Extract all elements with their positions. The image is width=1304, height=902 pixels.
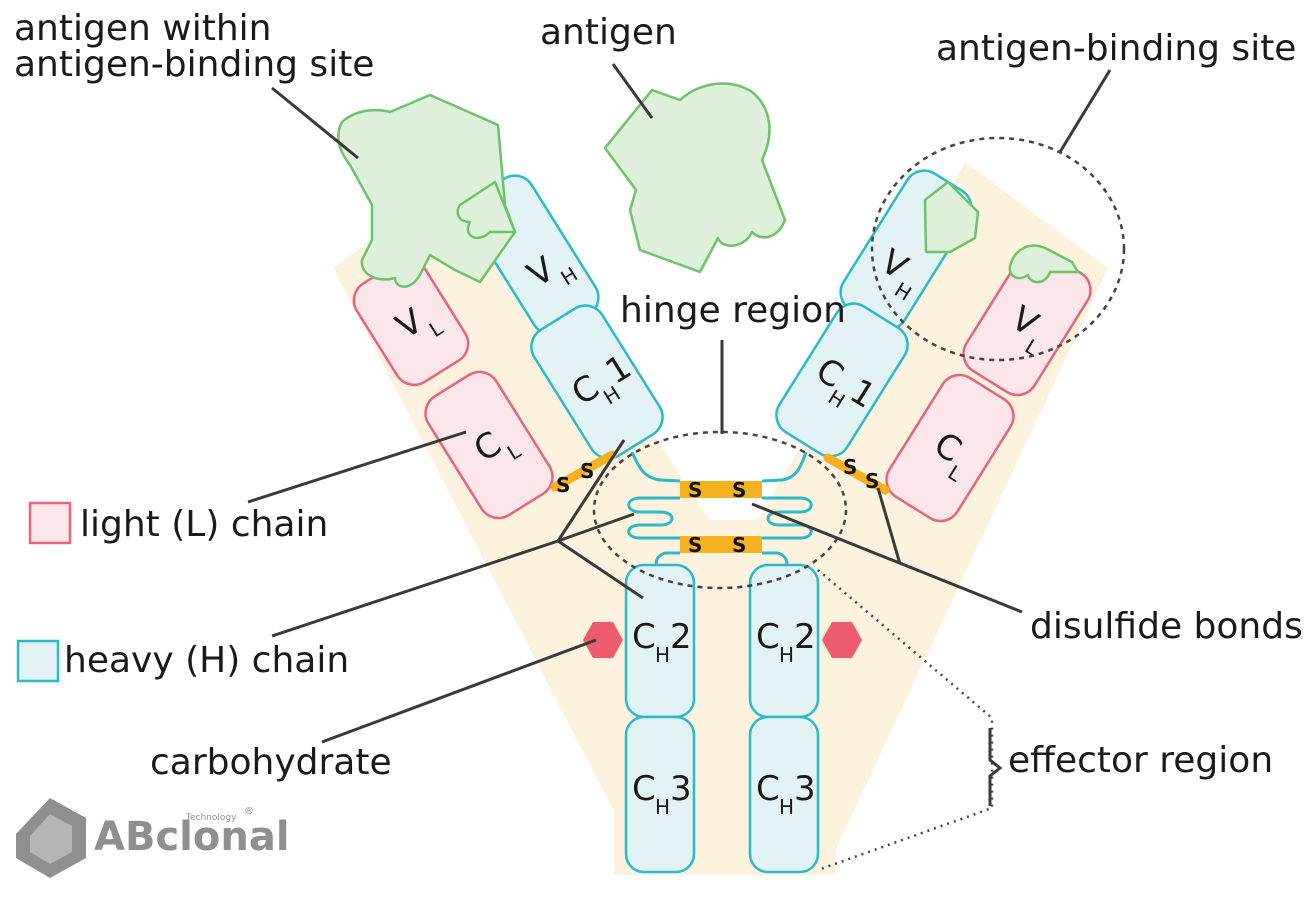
left-ch2-domain: C H 2	[626, 565, 694, 717]
label-heavy-chain: heavy (H) chain	[64, 640, 349, 681]
label-light-chain: light (L) chain	[80, 504, 328, 545]
abclonal-logo: ABclonal Technology ®	[16, 798, 290, 878]
label-disulfide-bonds: disulfide bonds	[1030, 606, 1303, 647]
logo-tagline: Technology	[185, 813, 237, 823]
ch2-right-letter: C	[756, 617, 780, 657]
right-ch3-domain: C H 3	[750, 717, 818, 872]
label-carbohydrate: carbohydrate	[150, 742, 392, 783]
hinge-s-2: S	[732, 478, 746, 502]
ch3-right-sub: H	[779, 795, 794, 819]
label-antigen-within-2: antigen-binding site	[14, 44, 374, 85]
ch3-left-letter: C	[632, 769, 656, 809]
background-band	[333, 162, 1108, 875]
leader-antigen	[613, 64, 652, 118]
ch3-left-num: 3	[670, 769, 692, 809]
label-antigen-binding-site: antigen-binding site	[936, 28, 1296, 69]
light-chain-swatch	[30, 503, 70, 543]
free-antigen	[605, 84, 785, 272]
heavy-chain-swatch	[18, 641, 58, 681]
label-effector-region: effector region	[1008, 740, 1273, 781]
label-hinge-region: hinge region	[620, 290, 846, 331]
hinge-s-3: S	[688, 533, 702, 557]
ch2-right-num: 2	[794, 617, 816, 657]
right-ch2-domain: C H 2	[750, 565, 818, 717]
ch3-right-letter: C	[756, 769, 780, 809]
leader-light-chain	[248, 432, 466, 502]
ch3-left-sub: H	[655, 795, 670, 819]
ch2-left-sub: H	[655, 643, 670, 667]
bond-s-left-1: S	[556, 473, 570, 497]
bond-s-right-1: S	[843, 455, 857, 479]
leader-binding-site	[1060, 70, 1110, 152]
logo-registered: ®	[244, 806, 254, 817]
bond-s-left-2: S	[580, 459, 594, 483]
ch2-left-letter: C	[632, 617, 656, 657]
hinge-s-4: S	[732, 533, 746, 557]
label-antigen: antigen	[540, 12, 677, 53]
ch2-right-sub: H	[779, 643, 794, 667]
left-ch3-domain: C H 3	[626, 717, 694, 872]
label-antigen-within-1: antigen within	[14, 8, 271, 49]
ch2-left-num: 2	[670, 617, 692, 657]
hinge-s-1: S	[688, 478, 702, 502]
ch3-right-num: 3	[794, 769, 816, 809]
